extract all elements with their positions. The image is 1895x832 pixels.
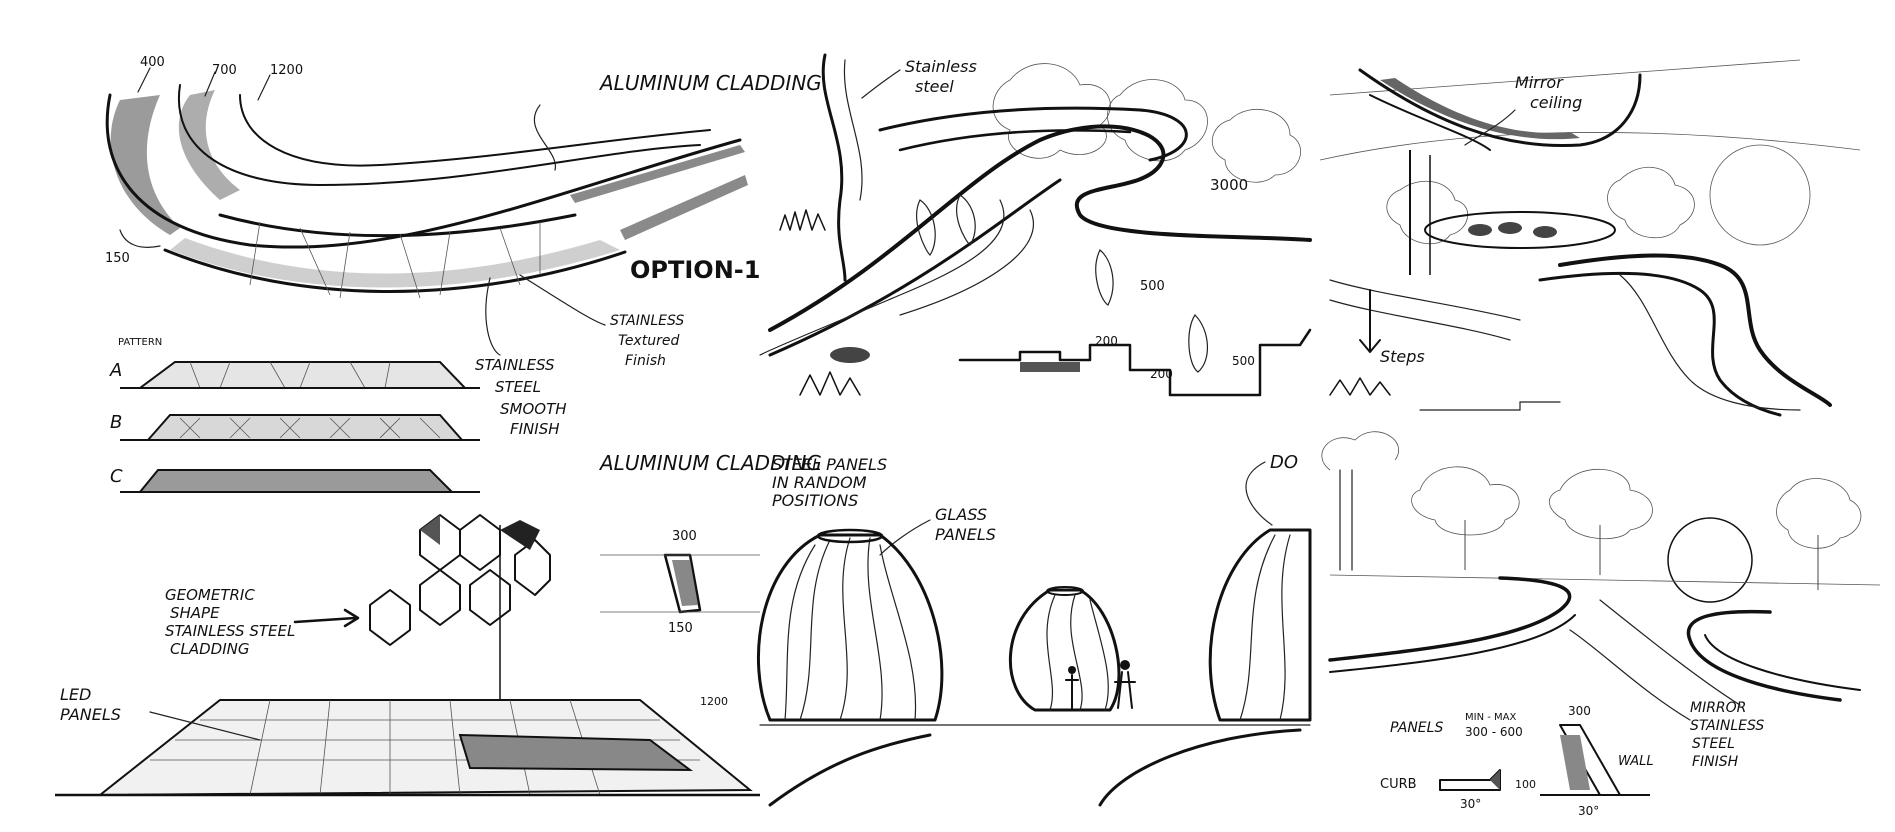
mirror-sphere <box>1667 517 1753 603</box>
pattern-b-strip <box>120 414 480 441</box>
aluminum-cladding-label-2: ALUMINUM CLADDING <box>598 451 822 475</box>
curb-label: CURB <box>1380 777 1417 792</box>
pattern-c-label: C <box>110 466 123 487</box>
panel-cladding: 400 700 1200 150 ALUMINUM CLADDING OPTIO… <box>105 55 822 493</box>
dark-band-1 <box>110 95 180 235</box>
lower-band <box>170 238 620 288</box>
dim-150-geo: 150 <box>668 621 693 636</box>
angle-2: 30° <box>1578 804 1599 818</box>
dim-150: 150 <box>105 251 130 266</box>
dim-500: 500 <box>1140 279 1165 294</box>
dim-100: 100 <box>1515 778 1536 791</box>
dim-500b: 500 <box>1232 354 1255 368</box>
dim-700: 700 <box>212 63 237 78</box>
wall-label: WALL <box>1618 754 1654 769</box>
dim-200b: 200 <box>1150 367 1173 381</box>
pattern-b-label: B <box>110 412 122 433</box>
door-label: DO <box>1270 452 1298 473</box>
dim-1200-geo: 1200 <box>700 695 728 708</box>
dim-1200: 1200 <box>270 63 303 78</box>
pattern-a-strip <box>120 361 480 389</box>
range-label: 300 - 600 <box>1465 725 1523 739</box>
steps-label: Steps <box>1380 347 1425 366</box>
aluminum-cladding-label: ALUMINUM CLADDING <box>598 71 822 95</box>
angle-1: 30° <box>1460 797 1481 811</box>
dim-200a: 200 <box>1095 334 1118 348</box>
pod-left <box>756 533 944 722</box>
led-platform <box>97 699 753 797</box>
pattern-a-label: A <box>109 360 122 381</box>
dim-300-wall: 300 <box>1568 704 1591 718</box>
dim-3000: 3000 <box>1210 176 1248 194</box>
dim-400: 400 <box>140 55 165 70</box>
dim-300: 300 <box>672 529 697 544</box>
pattern-heading: PATTERN <box>118 337 162 348</box>
pod-right <box>1208 528 1312 722</box>
min-max-label: MIN - MAX <box>1465 712 1516 723</box>
pattern-c-strip <box>120 469 480 493</box>
panels-label: PANELS <box>1390 720 1443 736</box>
pod-middle <box>1008 588 1121 712</box>
dark-band-2 <box>178 90 240 200</box>
option-label: OPTION-1 <box>630 256 760 284</box>
